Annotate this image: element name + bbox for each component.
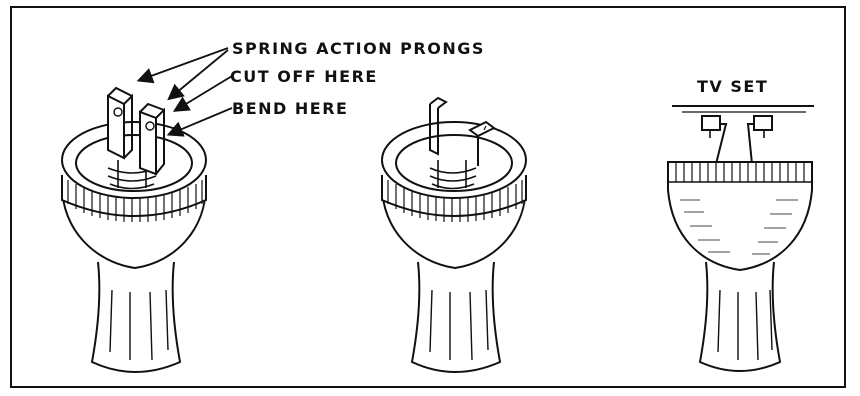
tv-set-label: TV SET (697, 77, 768, 96)
bend-here-label: BEND HERE (232, 99, 348, 118)
original-plug (62, 88, 206, 372)
modified-plug (382, 98, 526, 372)
mounted-plug (668, 106, 814, 371)
cut-off-here-label: CUT OFF HERE (230, 67, 378, 86)
spring-action-prongs-label: SPRING ACTION PRONGS (232, 39, 485, 58)
